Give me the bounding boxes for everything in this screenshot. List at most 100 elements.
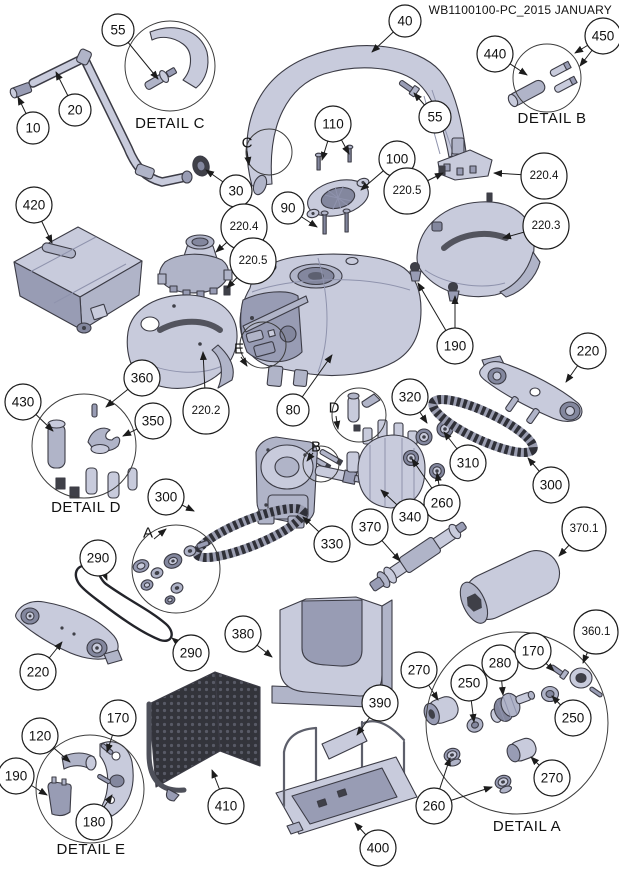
callout-label-220.5: 220.5 (239, 255, 268, 267)
detail-zone-circle-detail-a (425, 631, 609, 815)
callout-balloon-370.1 (561, 506, 607, 552)
part-roller-30 (192, 155, 210, 177)
callout-balloon-55 (101, 13, 135, 47)
part-main-body-80 (239, 253, 422, 388)
callout-label-310: 310 (457, 456, 480, 471)
callout-balloon-380 (224, 615, 262, 653)
callout-balloon-220.2 (182, 387, 230, 435)
callout-label-220.3: 220.3 (532, 220, 561, 232)
part-roller-drum-370-1 (459, 550, 561, 624)
callout-label-290: 290 (180, 646, 203, 661)
callout-balloon-80 (276, 393, 310, 427)
callout-label-260: 260 (431, 496, 454, 511)
part-turbine-housing-340 (346, 419, 426, 509)
callout-balloon-120 (21, 717, 59, 755)
callout-label-370: 370 (359, 520, 382, 535)
part-filter-lid-420 (13, 226, 143, 334)
callout-balloon-260 (423, 484, 461, 522)
zone-circle-a (131, 524, 221, 614)
callout-balloon-290 (79, 539, 117, 577)
zone-circle-c (245, 128, 293, 176)
part-foam-block-380 (271, 596, 393, 709)
callout-label-320: 320 (399, 390, 422, 405)
callout-label-190: 190 (444, 339, 467, 354)
part-clips-190 (409, 261, 460, 302)
callout-balloon-190 (0, 757, 35, 795)
callout-label-290: 290 (87, 551, 110, 566)
callout-balloon-220 (19, 653, 57, 691)
callout-balloon-410 (207, 787, 245, 825)
detail-zone-circle-detail-b (512, 43, 582, 113)
callout-balloon-360 (123, 359, 161, 397)
callout-balloon-220.4 (520, 152, 568, 200)
callout-balloon-55 (418, 100, 452, 134)
callout-balloon-450 (584, 17, 619, 55)
detail-zone-label-detail-a: DETAIL A (493, 818, 561, 835)
callout-balloon-250 (450, 664, 488, 702)
zone-circle-e (239, 321, 287, 369)
callout-balloon-330 (313, 525, 351, 563)
callout-label-370.1: 370.1 (570, 523, 599, 535)
callout-balloon-20 (58, 93, 92, 127)
callout-label-440: 440 (484, 47, 507, 62)
callout-balloon-270 (400, 651, 438, 689)
zone-letter-b: B (311, 439, 321, 456)
zone-leader-e (239, 356, 248, 367)
callout-balloon-430 (4, 383, 42, 421)
callout-label-410: 410 (215, 799, 238, 814)
callout-balloon-280 (481, 644, 519, 682)
part-rubber-flaps-e (245, 329, 276, 358)
callout-label-390: 390 (369, 696, 392, 711)
zone-leader-b (306, 452, 315, 462)
callout-label-220: 220 (27, 665, 50, 680)
part-axle-370 (369, 521, 467, 592)
part-top-plate-100 (306, 177, 370, 219)
callout-label-260: 260 (423, 799, 446, 814)
part-bushing-cluster-a (132, 540, 210, 605)
callout-label-220.5: 220.5 (393, 185, 422, 197)
zone-letter-e: E (234, 341, 244, 358)
callout-balloon-300 (147, 478, 185, 516)
callout-balloon-220.3 (522, 202, 570, 250)
callout-label-420: 420 (23, 198, 46, 213)
zone-letter-c: C (242, 135, 253, 152)
callout-balloon-40 (388, 4, 422, 38)
detail-zone-circle-detail-e (35, 734, 145, 844)
zone-leader-a (153, 528, 167, 540)
part-handle-tube-20 (28, 48, 193, 187)
callout-balloon-420 (15, 186, 53, 224)
callout-label-270: 270 (541, 771, 564, 786)
zone-leader-d (333, 415, 341, 430)
callout-label-250: 250 (562, 711, 585, 726)
callout-label-220.4: 220.4 (530, 170, 559, 182)
callout-balloon-10 (16, 111, 50, 145)
callout-label-430: 430 (12, 395, 35, 410)
parts-artwork (9, 27, 603, 835)
callout-label-450: 450 (592, 29, 615, 44)
callout-balloon-400 (359, 829, 397, 867)
callout-balloon-110 (314, 105, 352, 143)
callout-balloon-170 (99, 699, 137, 737)
callout-label-350: 350 (142, 414, 165, 429)
callout-label-120: 120 (29, 729, 52, 744)
callout-balloon-260 (415, 787, 453, 825)
callout-label-40: 40 (397, 14, 412, 29)
part-side-plate-220-right (479, 355, 583, 425)
callout-label-30: 30 (228, 184, 243, 199)
detail-zone-label-detail-d: DETAIL D (51, 499, 121, 516)
callout-label-220: 220 (577, 344, 600, 359)
callout-label-80: 80 (285, 403, 300, 418)
callout-label-360.1: 360.1 (582, 626, 611, 638)
callout-label-55: 55 (110, 23, 125, 38)
part-pin-and-blade-d (347, 392, 381, 432)
detail-d-parts (47, 403, 138, 499)
callout-balloon-310 (449, 444, 487, 482)
callout-label-100: 100 (386, 152, 409, 167)
part-track-300-right (428, 395, 538, 457)
callout-balloon-300 (532, 466, 570, 504)
callout-label-250: 250 (458, 676, 481, 691)
callout-label-270: 270 (408, 663, 431, 678)
